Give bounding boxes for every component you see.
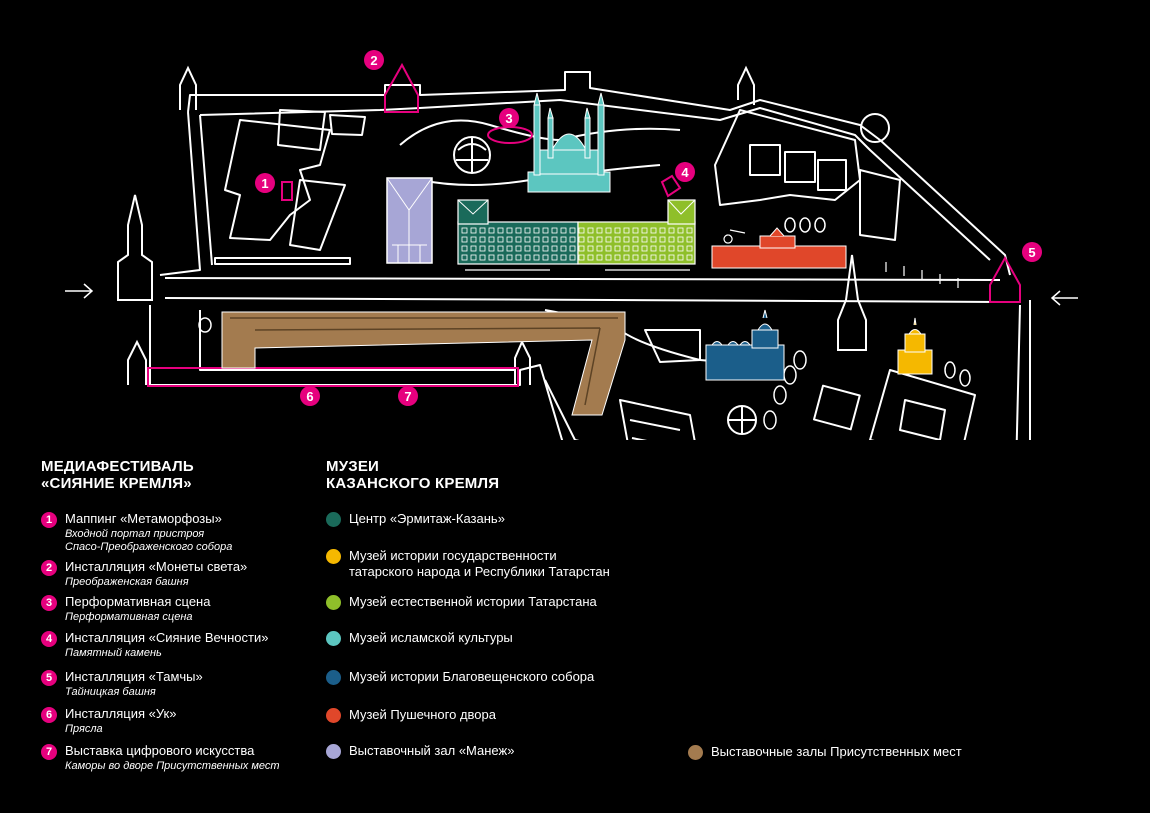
marker-5: 5 — [1022, 242, 1042, 262]
museum-name: Центр «Эрмитаж-Казань» — [349, 511, 505, 526]
svg-text:3: 3 — [505, 111, 512, 126]
pryasla-wall — [147, 367, 519, 387]
west-wall — [159, 111, 201, 276]
west-wall-inner — [199, 114, 213, 266]
southwest-tower — [127, 339, 147, 385]
festival-item-location: Каморы во дворе Присутственных мест — [65, 760, 280, 772]
festival-item-location: Преображенская башня — [65, 576, 189, 588]
festival-legend: МЕДИАФЕСТИВАЛЬ «СИЯНИЕ КРЕМЛЯ» 1 Маппинг… — [41, 458, 321, 788]
festival-item-name: Перформативная сцена — [65, 594, 211, 609]
road-bottom — [164, 297, 1001, 303]
festival-item-name: Выставка цифрового искусства — [65, 743, 255, 758]
svg-text:5: 5 — [1028, 245, 1035, 260]
festival-item-location-2: Спасо-Преображенского собора — [65, 541, 233, 553]
svg-text:2: 2 — [370, 53, 377, 68]
building-outline-10 — [869, 369, 976, 440]
entry-arrow-left-icon — [65, 283, 94, 299]
festival-item-name: Инсталляция «Монеты света» — [65, 559, 248, 574]
museum-name: Музей истории Благовещенского собора — [349, 669, 595, 684]
festival-number: 3 — [41, 595, 57, 611]
building-outline-4 — [289, 179, 346, 251]
annunciation-cathedral — [705, 309, 785, 381]
cannon-yard-building — [711, 227, 847, 269]
kremlin-map: 1 2 3 4 5 6 7 — [65, 50, 1078, 440]
museum-name: Выставочный зал «Манеж» — [349, 743, 515, 758]
festival-number: 6 — [41, 707, 57, 723]
building-outline-9 — [812, 384, 861, 431]
museum-color-dot — [326, 744, 341, 759]
festival-number: 2 — [41, 560, 57, 576]
festival-item-name: Маппинг «Метаморфозы» — [65, 511, 222, 526]
building-outline-1 — [224, 119, 331, 241]
spasskaya-tower — [117, 194, 153, 301]
north-wall — [187, 71, 1011, 276]
natural-history-building — [577, 199, 696, 265]
museum-color-dot — [326, 670, 341, 685]
svg-text:1: 1 — [261, 176, 268, 191]
festival-item-1: 1 Маппинг «Метаморфозы» Входной портал п… — [41, 511, 321, 553]
entry-arrows — [65, 283, 1078, 306]
museum-color-dot — [326, 549, 341, 564]
marker-4: 4 — [675, 162, 695, 182]
festival-item-location: Перформативная сцена — [65, 611, 193, 623]
museum-name: Музей Пушечного двора — [349, 707, 496, 722]
museum-color-dot — [326, 512, 341, 527]
museum-name: Музей исламской культуры — [349, 630, 513, 645]
festival-number: 4 — [41, 631, 57, 647]
marker-2: 2 — [364, 50, 384, 70]
svg-text:6: 6 — [306, 389, 313, 404]
tainitskaya-tower — [989, 255, 1021, 303]
northeast-tower — [737, 65, 755, 105]
road-top — [164, 277, 1001, 281]
north-wall-inner — [199, 99, 991, 261]
building-outline-2 — [277, 109, 326, 151]
festival-item-location: Памятный камень — [65, 647, 162, 659]
festival-number: 1 — [41, 512, 57, 528]
syuyumbike-tower — [837, 254, 867, 351]
festival-item-location: Прясла — [65, 723, 103, 735]
marker-7: 7 — [398, 386, 418, 406]
building-outline-3 — [329, 114, 366, 136]
building-outline-5 — [214, 257, 351, 265]
festival-number: 7 — [41, 744, 57, 760]
museum-name: Музей естественной истории Татарстана — [349, 594, 597, 609]
festival-title: МЕДИАФЕСТИВАЛЬ «СИЯНИЕ КРЕМЛЯ» — [41, 458, 194, 492]
state-museum-building — [897, 317, 933, 375]
svg-text:7: 7 — [404, 389, 411, 404]
festival-item-location: Тайницкая башня — [65, 686, 156, 698]
preobrazhenskaya-tower — [384, 62, 419, 113]
kul-sharif-mosque — [527, 92, 611, 193]
festival-item-name: Инсталляция «Тамчы» — [65, 669, 203, 684]
presence-halls-legend: Выставочные залы Присутственных мест — [688, 744, 1048, 764]
presence-halls-color-dot — [688, 745, 703, 760]
museums-title: МУЗЕИ КАЗАНСКОГО КРЕМЛЯ — [326, 458, 500, 492]
presence-halls — [221, 311, 626, 416]
entry-arrow-right-icon — [1050, 290, 1078, 306]
spasopreobrazh-portal — [281, 181, 293, 201]
marker-6: 6 — [300, 386, 320, 406]
festival-item-location: Входной портал пристроя — [65, 528, 205, 540]
museum-color-dot — [326, 595, 341, 610]
museum-color-dot — [326, 708, 341, 723]
museum-name: Музей истории государственности татарско… — [349, 548, 610, 579]
building-outline-8 — [619, 399, 696, 440]
marker-3: 3 — [499, 108, 519, 128]
northwest-tower — [179, 65, 197, 110]
museum-color-dot — [326, 631, 341, 646]
festival-item-name: Инсталляция «Сияние Вечности» — [65, 630, 269, 645]
manege-building — [386, 177, 433, 264]
festival-number: 5 — [41, 670, 57, 686]
building-outline-7 — [749, 144, 781, 176]
eternity-stone — [660, 174, 682, 198]
presence-halls-name: Выставочные залы Присутственных мест — [711, 744, 962, 759]
monument-outline — [644, 329, 701, 363]
marker-1: 1 — [255, 173, 275, 193]
svg-text:4: 4 — [681, 165, 689, 180]
museums-legend: МУЗЕИ КАЗАНСКОГО КРЕМЛЯ Центр «Эрмитаж-К… — [326, 458, 686, 768]
festival-item-name: Инсталляция «Ук» — [65, 706, 177, 721]
building-outline-6 — [714, 109, 861, 206]
